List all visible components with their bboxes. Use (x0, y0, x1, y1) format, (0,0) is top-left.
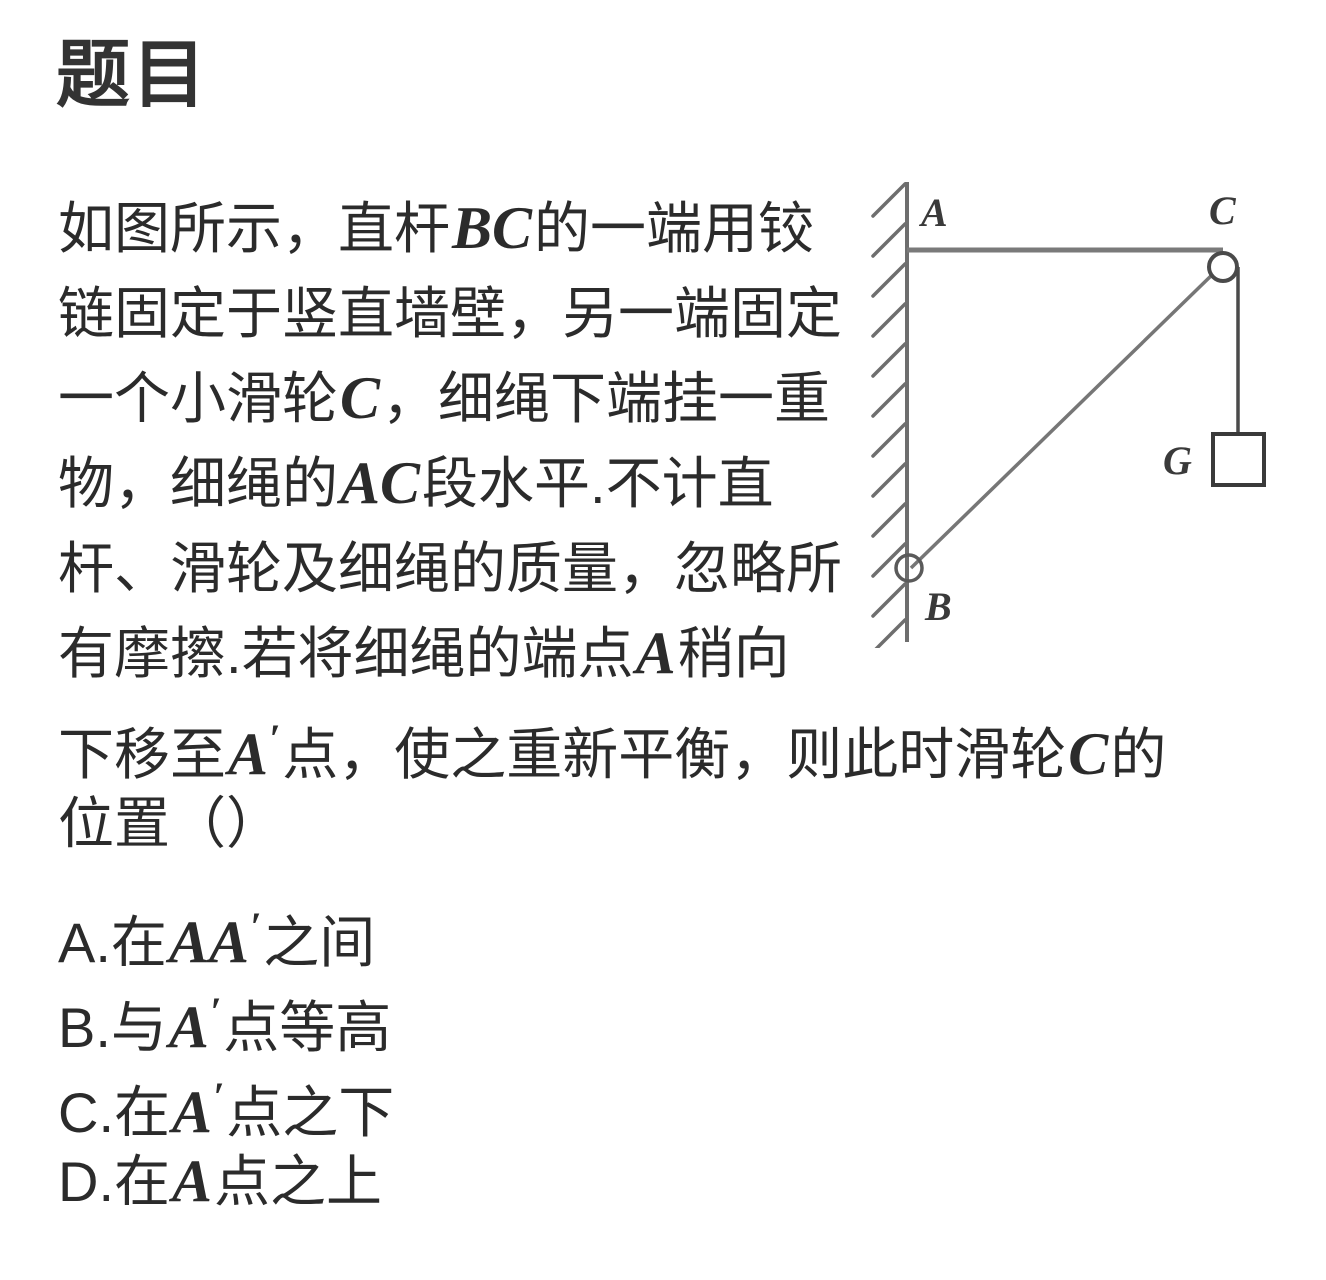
answer-option-c[interactable]: C.在A′点之下 (58, 1054, 758, 1145)
rod-bc (909, 270, 1217, 570)
math-variable: A (635, 620, 676, 686)
question-line: 杆、滑轮及细绳的质量，忽略所 (58, 526, 898, 611)
math-variable: AA′ (168, 904, 262, 975)
math-variable: A (172, 1148, 213, 1214)
wall-hatching (871, 182, 907, 648)
text-run: 点之下 (226, 1081, 395, 1144)
prime-mark: ′ (249, 904, 262, 949)
text-run: 物，细绳的 (58, 452, 338, 515)
answer-option-b[interactable]: B.与A′点等高 (58, 969, 758, 1060)
text-run: 位置（） (58, 792, 282, 855)
label-b: B (924, 584, 952, 629)
text-run: 段水平.不计直 (422, 452, 774, 515)
text-run: 之间 (263, 911, 376, 974)
option-letter: C. (58, 1081, 114, 1144)
question-line: 物，细绳的AC段水平.不计直 (58, 441, 898, 526)
answer-option-a[interactable]: A.在AA′之间 (58, 884, 758, 975)
prime-mark: ′ (213, 1074, 225, 1119)
text-run: 下移至 (58, 723, 226, 786)
text-run: 的 (1110, 723, 1167, 786)
label-a: A (918, 190, 948, 235)
text-run: 点等高 (223, 996, 392, 1059)
text-run: 一个小滑轮 (58, 367, 338, 430)
pulley-c (1207, 251, 1239, 283)
question-line: 下移至A′点，使之重新平衡，则此时滑轮C的 (58, 696, 1298, 787)
text-run: 在 (114, 1150, 170, 1213)
math-variable: A′ (228, 716, 281, 787)
option-letter: B. (58, 996, 111, 1059)
text-run: 与 (110, 996, 167, 1059)
text-run: 有摩擦.若将细绳的端点 (58, 622, 634, 685)
question-line: 位置（） (58, 781, 898, 866)
text-run: 链固定于竖直墙壁，另一端固定 (58, 282, 842, 345)
page-title: 题目 (56, 33, 208, 116)
text-run: ，细绳下端挂一重 (382, 367, 831, 430)
math-variable: C (340, 365, 381, 431)
physics-diagram: A C B G (855, 168, 1310, 648)
label-c: C (1209, 188, 1237, 233)
math-variable: C (1068, 721, 1109, 787)
prime-mark: ′ (269, 716, 281, 761)
question-line: 如图所示，直杆BC的一端用铰 (58, 186, 898, 271)
math-variable: A′ (168, 989, 222, 1060)
weight-block (1211, 432, 1266, 487)
label-g: G (1163, 438, 1192, 483)
text-run: 点，使之重新平衡，则此时滑轮 (282, 723, 1067, 786)
question-text-block: 如图所示，直杆BC的一端用铰链固定于竖直墙壁，另一端固定一个小滑轮C，细绳下端挂… (58, 186, 1166, 866)
text-run: 在 (114, 1081, 170, 1144)
text-run: 如图所示，直杆 (58, 197, 450, 260)
option-letter: D. (58, 1150, 114, 1213)
text-run: 杆、滑轮及细绳的质量，忽略所 (58, 537, 842, 600)
text-run: 的一端用铰 (534, 197, 815, 260)
math-variable: BC (452, 195, 533, 261)
math-variable: AC (340, 450, 421, 516)
text-run: 点之上 (214, 1150, 383, 1213)
question-line: 有摩擦.若将细绳的端点A稍向 (58, 611, 898, 696)
prime-mark: ′ (209, 989, 222, 1034)
text-run: 在 (110, 911, 167, 974)
math-variable: A′ (172, 1074, 225, 1145)
question-line: 链固定于竖直墙壁，另一端固定 (58, 271, 898, 356)
option-letter: A. (58, 911, 111, 974)
text-run: 稍向 (677, 622, 790, 685)
question-line: 一个小滑轮C，细绳下端挂一重 (58, 356, 898, 441)
answer-option-d[interactable]: D.在A点之上 (58, 1139, 758, 1224)
hinge-b (894, 553, 924, 583)
